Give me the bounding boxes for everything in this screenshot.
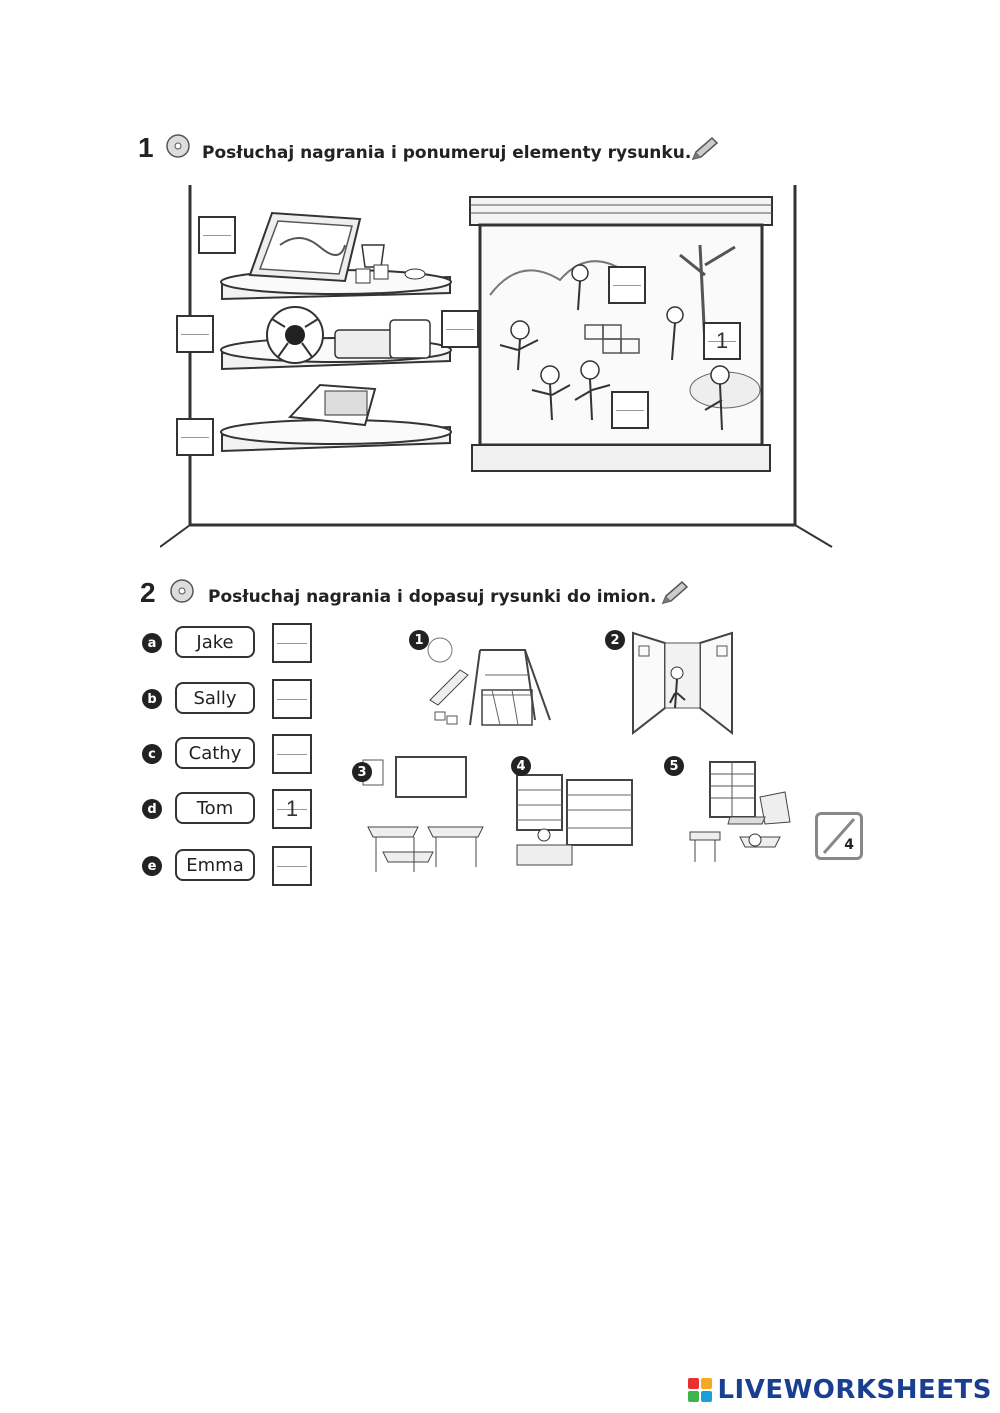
ex1-box-1[interactable] <box>198 216 236 254</box>
name-jake: Jake <box>175 626 255 658</box>
picture-classroom <box>362 756 484 872</box>
room-illustration <box>160 185 833 548</box>
score-slash <box>822 818 856 854</box>
cards <box>334 319 431 359</box>
picture-5-number: 5 <box>664 756 684 776</box>
ex2-input-c[interactable] <box>274 736 310 772</box>
ex2-box-d[interactable] <box>272 789 312 829</box>
ex1-box-4[interactable] <box>176 418 214 456</box>
name-tom: Tom <box>175 792 255 824</box>
exercise-2-number: 2 <box>140 577 156 608</box>
ex1-box-2[interactable] <box>176 315 214 353</box>
ex2-input-b[interactable] <box>274 681 310 717</box>
ex1-input-2[interactable] <box>178 317 212 351</box>
name-emma: Emma <box>175 849 255 881</box>
cd-icon <box>166 134 190 158</box>
pencil-icon <box>691 136 719 161</box>
score-box: 4 <box>815 812 863 860</box>
ex1-input-6[interactable] <box>613 393 647 427</box>
football <box>266 306 324 364</box>
ex2-box-c[interactable] <box>272 734 312 774</box>
ex1-input-3[interactable] <box>443 312 477 346</box>
ex2-box-b[interactable] <box>272 679 312 719</box>
liveworksheets-logo: LIVEWORKSHEETS <box>687 1375 992 1405</box>
ex2-input-d[interactable] <box>274 791 310 827</box>
picture-gym <box>689 761 791 862</box>
shelf-bottom <box>220 419 452 453</box>
ex1-input-4[interactable] <box>178 420 212 454</box>
board-game <box>248 211 362 283</box>
exercise-1-number: 1 <box>138 132 154 163</box>
picture-2-number: 2 <box>605 630 625 650</box>
ex2-box-e[interactable] <box>272 846 312 886</box>
liveworksheets-icon <box>688 1378 713 1402</box>
picture-playground <box>427 637 551 726</box>
ex2-box-a[interactable] <box>272 623 312 663</box>
ex1-box-6[interactable] <box>611 391 649 429</box>
picture-1-number: 1 <box>409 630 429 650</box>
ex1-box-7[interactable] <box>703 322 741 360</box>
ex2-input-a[interactable] <box>274 625 310 661</box>
game-console <box>287 383 377 427</box>
score-total: 4 <box>844 837 854 853</box>
exercise-2-instruction: Posłuchaj nagrania i dopasuj rysunki do … <box>208 587 657 607</box>
ex1-input-1[interactable] <box>200 218 234 252</box>
exercise-1-instruction: Posłuchaj nagrania i ponumeruj elementy … <box>202 143 692 163</box>
pencil-icon <box>661 580 689 605</box>
cd-icon <box>170 579 194 603</box>
ex2-input-e[interactable] <box>274 848 310 884</box>
ex1-box-3[interactable] <box>441 310 479 348</box>
ex1-input-7[interactable] <box>705 324 739 358</box>
letter-a: a <box>142 633 162 653</box>
letter-c: c <box>142 744 162 764</box>
name-sally: Sally <box>175 682 255 714</box>
picture-corridor <box>632 631 733 736</box>
name-cathy: Cathy <box>175 737 255 769</box>
logo-text: LIVEWORKSHEETS <box>717 1375 992 1405</box>
picture-4-number: 4 <box>511 756 531 776</box>
picture-3-number: 3 <box>352 762 372 782</box>
picture-library <box>516 774 633 866</box>
ex1-box-5[interactable] <box>608 266 646 304</box>
ex1-input-5[interactable] <box>610 268 644 302</box>
letter-b: b <box>142 689 162 709</box>
letter-e: e <box>142 856 162 876</box>
letter-d: d <box>142 799 162 819</box>
